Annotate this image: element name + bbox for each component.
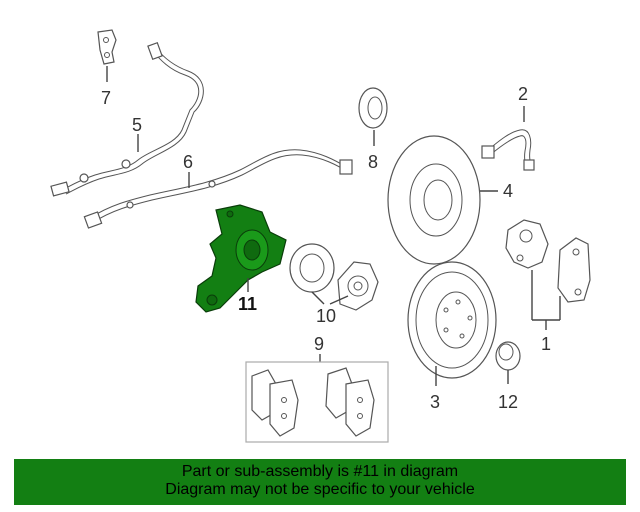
- part-5-sensor-harness[interactable]: [50, 41, 204, 197]
- callout-4[interactable]: 4: [503, 181, 513, 201]
- callout-5[interactable]: 5: [132, 115, 142, 135]
- part-11-knuckle[interactable]: [195, 204, 287, 313]
- part-12-cap[interactable]: [495, 341, 521, 371]
- part-10-hub[interactable]: [289, 243, 379, 311]
- part-2-hose[interactable]: [481, 129, 535, 171]
- callout-8[interactable]: 8: [368, 152, 378, 172]
- callout-10[interactable]: 10: [316, 306, 336, 326]
- banner-line-2: Diagram may not be specific to your vehi…: [165, 481, 475, 498]
- callout-3[interactable]: 3: [430, 392, 440, 412]
- leader-10b: [329, 295, 349, 305]
- part-4-rotor[interactable]: [387, 135, 481, 265]
- part-9-pad-kit[interactable]: [245, 361, 389, 443]
- callout-11[interactable]: 11: [238, 294, 257, 314]
- callout-9[interactable]: 9: [314, 334, 324, 354]
- part-1-caliper[interactable]: [505, 219, 591, 303]
- leader-10a: [311, 291, 325, 305]
- callout-2[interactable]: 2: [518, 84, 528, 104]
- part-3-rotor[interactable]: [407, 261, 497, 379]
- info-banner: Part or sub-assembly is #11 in diagram D…: [14, 459, 626, 505]
- part-6-brake-line[interactable]: [83, 149, 353, 229]
- part-8-seal[interactable]: [358, 87, 388, 129]
- banner-line-1: Part or sub-assembly is #11 in diagram: [181, 463, 459, 480]
- callout-7[interactable]: 7: [101, 88, 111, 108]
- callout-1[interactable]: 1: [541, 334, 551, 354]
- callout-6[interactable]: 6: [183, 152, 193, 172]
- part-7-bracket[interactable]: [97, 29, 117, 65]
- parts-diagram: 7 5 6 11 10: [50, 29, 591, 443]
- callout-12[interactable]: 12: [498, 392, 518, 412]
